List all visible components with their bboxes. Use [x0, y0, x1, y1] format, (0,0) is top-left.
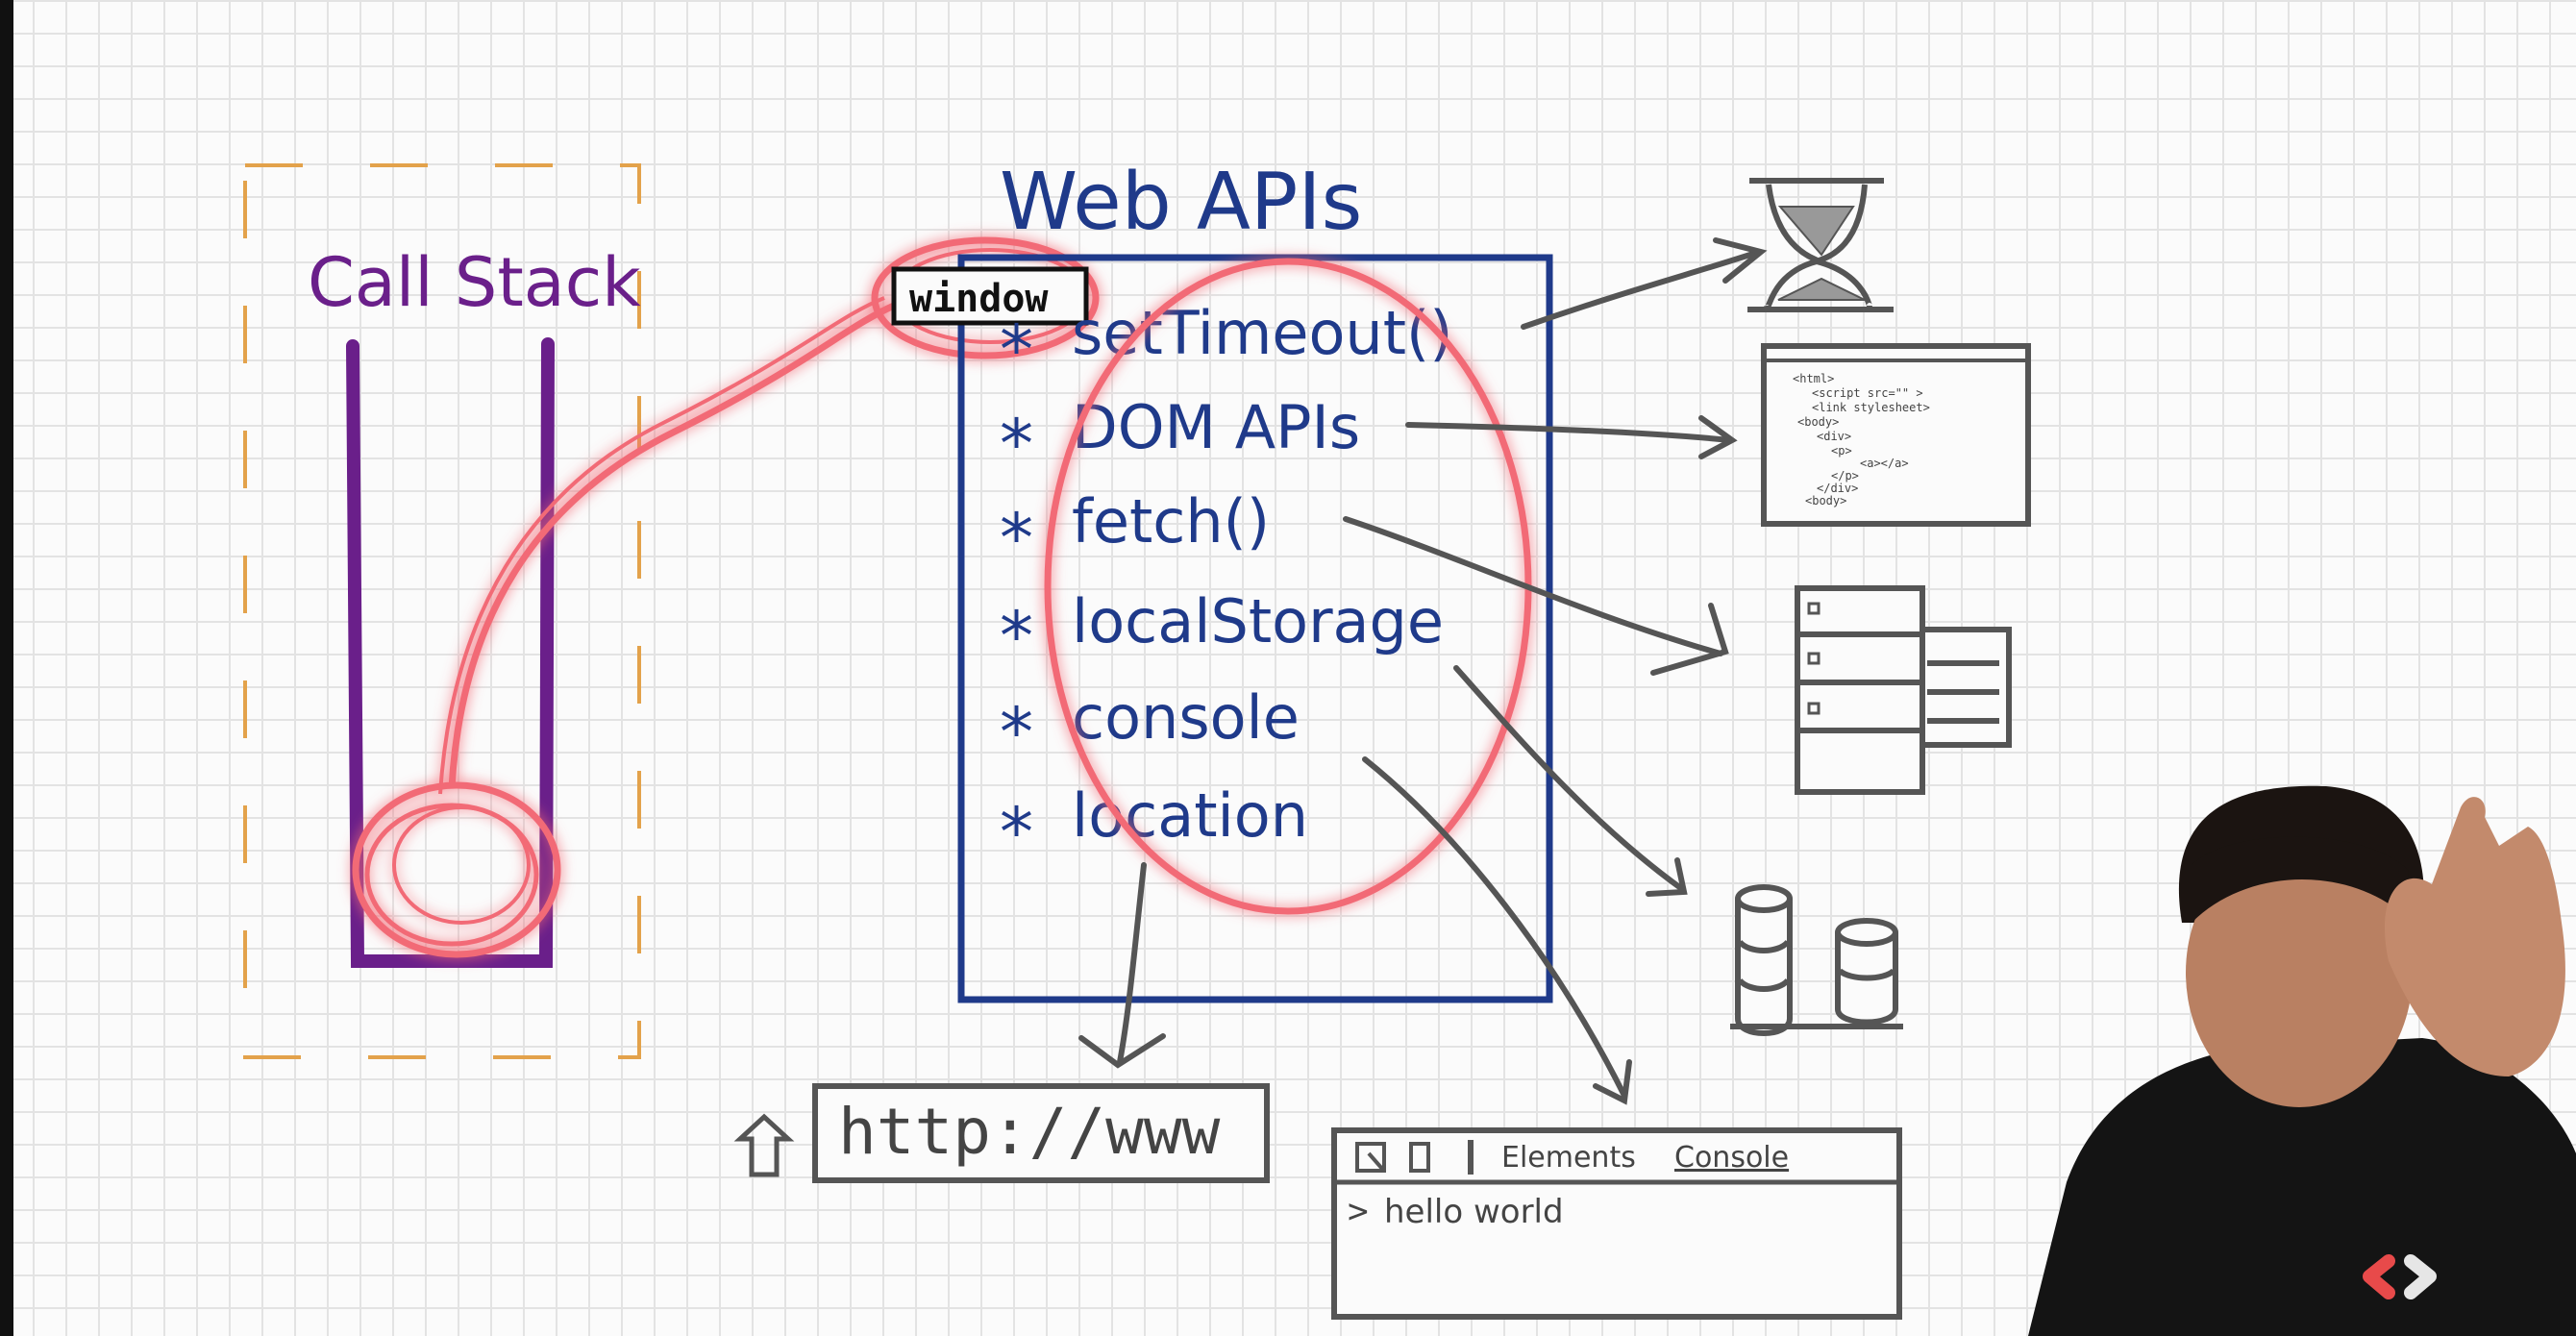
hourglass-icon: [1747, 178, 1894, 312]
api-item-settimeout: setTimeout(): [1072, 298, 1452, 368]
web-apis-box: [957, 254, 1553, 1003]
home-icon: [733, 1113, 795, 1177]
api-item-fetch: fetch(): [1072, 486, 1270, 557]
address-bar-url: http://www: [838, 1095, 1221, 1169]
console-output: hello world: [1384, 1193, 1564, 1231]
device-toggle-icon: [1409, 1142, 1430, 1173]
api-item-location: location: [1072, 780, 1308, 851]
presenter-logo-icon: [2363, 1254, 2437, 1299]
code-line: <p>: [1831, 444, 1852, 458]
api-bullet: *: [1000, 597, 1033, 676]
presenter-hand: [2385, 797, 2565, 1076]
left-frame-edge: [0, 0, 13, 1336]
database-icon: [1730, 884, 1903, 1036]
call-stack-title: Call Stack: [308, 243, 641, 322]
html-document-icon: <html> <script src="" > <link stylesheet…: [1761, 343, 2031, 527]
web-apis-title: Web APIs: [1000, 157, 1362, 248]
api-bullet: *: [1000, 499, 1033, 578]
code-line: </p>: [1831, 469, 1859, 482]
api-bullet: *: [1000, 405, 1033, 483]
window-label: window: [909, 277, 1049, 321]
api-item-console: console: [1072, 682, 1300, 753]
api-item-dom-apis: DOM APIs: [1072, 392, 1360, 462]
code-line: <script src="" >: [1812, 386, 1923, 400]
inspect-cursor-icon: [1355, 1142, 1386, 1173]
call-stack-container: [346, 337, 555, 968]
code-line: <div>: [1817, 430, 1851, 443]
api-bullet: *: [1000, 693, 1033, 772]
tab-elements: Elements: [1501, 1141, 1636, 1175]
api-bullet: *: [1000, 793, 1033, 872]
api-arrows: [1078, 237, 1768, 1105]
code-line: </div>: [1817, 482, 1858, 495]
console-prompt: >: [1348, 1192, 1369, 1231]
code-line: <link stylesheet>: [1812, 401, 1930, 414]
presenter-body: [2028, 1038, 2576, 1336]
code-line: <html>: [1793, 372, 1834, 385]
api-bullet: *: [1000, 310, 1033, 389]
call-stack-dashed-boundary: [243, 163, 641, 1059]
server-icon: [1795, 585, 2012, 795]
web-apis-panel: Web APIs window * setTimeout() * DOM API…: [891, 157, 1553, 1003]
call-stack: Call Stack: [243, 163, 641, 1059]
presenter-video: [2028, 785, 2576, 1336]
api-item-localstorage: localStorage: [1072, 586, 1444, 656]
window-label-box: [891, 266, 1089, 326]
presenter-face: [2186, 838, 2413, 1107]
code-line: <body>: [1805, 494, 1846, 507]
code-line: <body>: [1797, 415, 1839, 429]
devtools-panel: Elements Console > hello world: [1331, 1127, 1902, 1320]
address-bar: http://www: [733, 1083, 1270, 1183]
tab-console: Console: [1674, 1141, 1789, 1175]
code-line: <a></a>: [1860, 457, 1909, 470]
window-link-highlight: [352, 236, 1100, 958]
